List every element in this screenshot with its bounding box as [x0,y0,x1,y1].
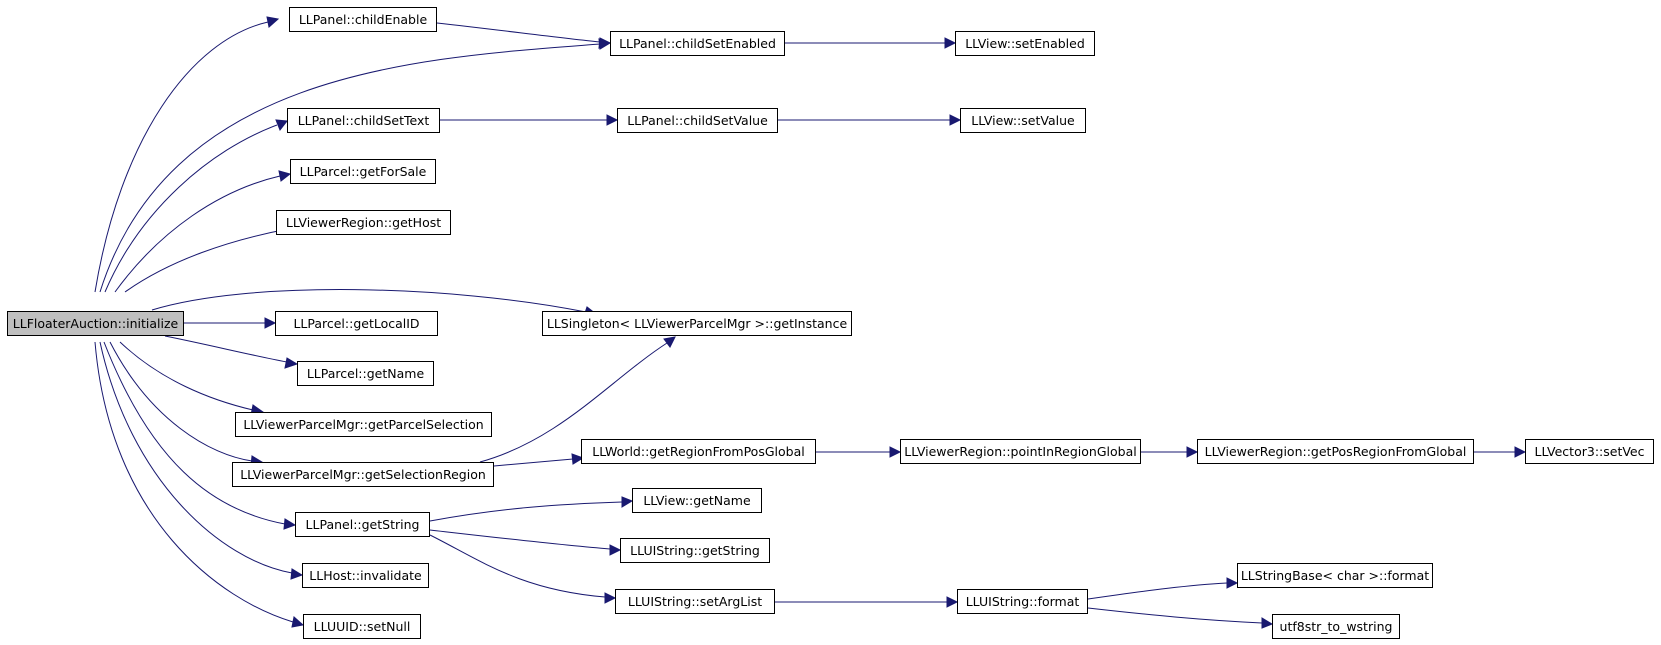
edge-root-to-childEnable [94,16,280,293]
edge-root-to-getForSale [114,170,292,293]
node-uistring-format[interactable]: LLUIString::format [957,589,1088,614]
edge-childEnable-to-childSetEnabled [436,22,612,49]
edge-setArgList-to-format [775,596,959,608]
edge-root-to-invalidate [99,341,304,580]
node-setVec[interactable]: LLVector3::setVec [1525,439,1654,464]
edge-getString-to-viewGetName [429,496,634,522]
node-stringbase-format[interactable]: LLStringBase< char >::format [1237,563,1433,588]
edge-getString-to-uistringGetString [429,529,622,556]
node-host-invalidate[interactable]: LLHost::invalidate [302,563,429,588]
node-setEnabled[interactable]: LLView::setEnabled [955,31,1095,56]
node-view-getName[interactable]: LLView::getName [632,488,762,513]
edge-getSelectionRegion-to-getInstance [479,336,676,463]
edge-pointInRegionGlobal-to-getPosRegionFromGlobal [1141,446,1199,458]
edge-format-to-utf8strToWstring [1087,607,1274,629]
node-getForSale[interactable]: LLParcel::getForSale [290,159,436,184]
edge-format-to-stringbaseFormat [1087,577,1239,600]
edge-getPosRegionFromGlobal-to-setVec [1474,446,1527,458]
edge-root-to-getName [164,335,299,369]
node-uuid-setNull[interactable]: LLUUID::setNull [303,614,421,639]
edge-root-to-childSetText [104,119,288,293]
node-panel-getString[interactable]: LLPanel::getString [295,512,430,537]
edge-root-to-getString [103,341,297,530]
edge-childSetEnabled-to-setEnabled [785,37,957,49]
node-uistring-getString[interactable]: LLUIString::getString [620,538,770,563]
edge-root-to-getLocalID [184,317,277,329]
node-setArgList[interactable]: LLUIString::setArgList [615,589,775,614]
edge-getRegionFromPosGlobal-to-pointInRegionGlobal [816,446,902,458]
node-pointInRegionGlobal[interactable]: LLViewerRegion::pointInRegionGlobal [900,439,1141,464]
node-getSelectionRegion[interactable]: LLViewerParcelMgr::getSelectionRegion [232,462,494,487]
edge-root-to-getHost [124,223,300,293]
edge-root-to-setNull [94,341,305,628]
edge-childSetValue-to-setValue [778,114,962,126]
node-getRegionFromPosGlobal[interactable]: LLWorld::getRegionFromPosGlobal [581,439,816,464]
node-getHost[interactable]: LLViewerRegion::getHost [276,210,451,235]
node-parcel-getName[interactable]: LLParcel::getName [297,361,434,386]
edge-getString-to-setArgList [429,534,617,604]
node-utf8str-to-wstring[interactable]: utf8str_to_wstring [1272,614,1400,639]
node-childSetValue[interactable]: LLPanel::childSetValue [617,108,778,133]
node-getInstance[interactable]: LLSingleton< LLViewerParcelMgr >::getIns… [542,311,852,336]
node-root-initialize[interactable]: LLFloaterAuction::initialize [7,311,184,336]
node-getPosRegionFromGlobal[interactable]: LLViewerRegion::getPosRegionFromGlobal [1197,439,1474,464]
node-getLocalID[interactable]: LLParcel::getLocalID [275,311,438,336]
node-childEnable[interactable]: LLPanel::childEnable [289,7,437,32]
node-childSetText[interactable]: LLPanel::childSetText [287,108,440,133]
edge-getSelectionRegion-to-getRegionFromPosGlobal [493,453,585,467]
edge-childSetText-to-childSetValue [440,114,619,126]
node-getParcelSelection[interactable]: LLViewerParcelMgr::getParcelSelection [235,412,492,437]
node-setValue[interactable]: LLView::setValue [960,108,1086,133]
node-childSetEnabled[interactable]: LLPanel::childSetEnabled [610,31,785,56]
